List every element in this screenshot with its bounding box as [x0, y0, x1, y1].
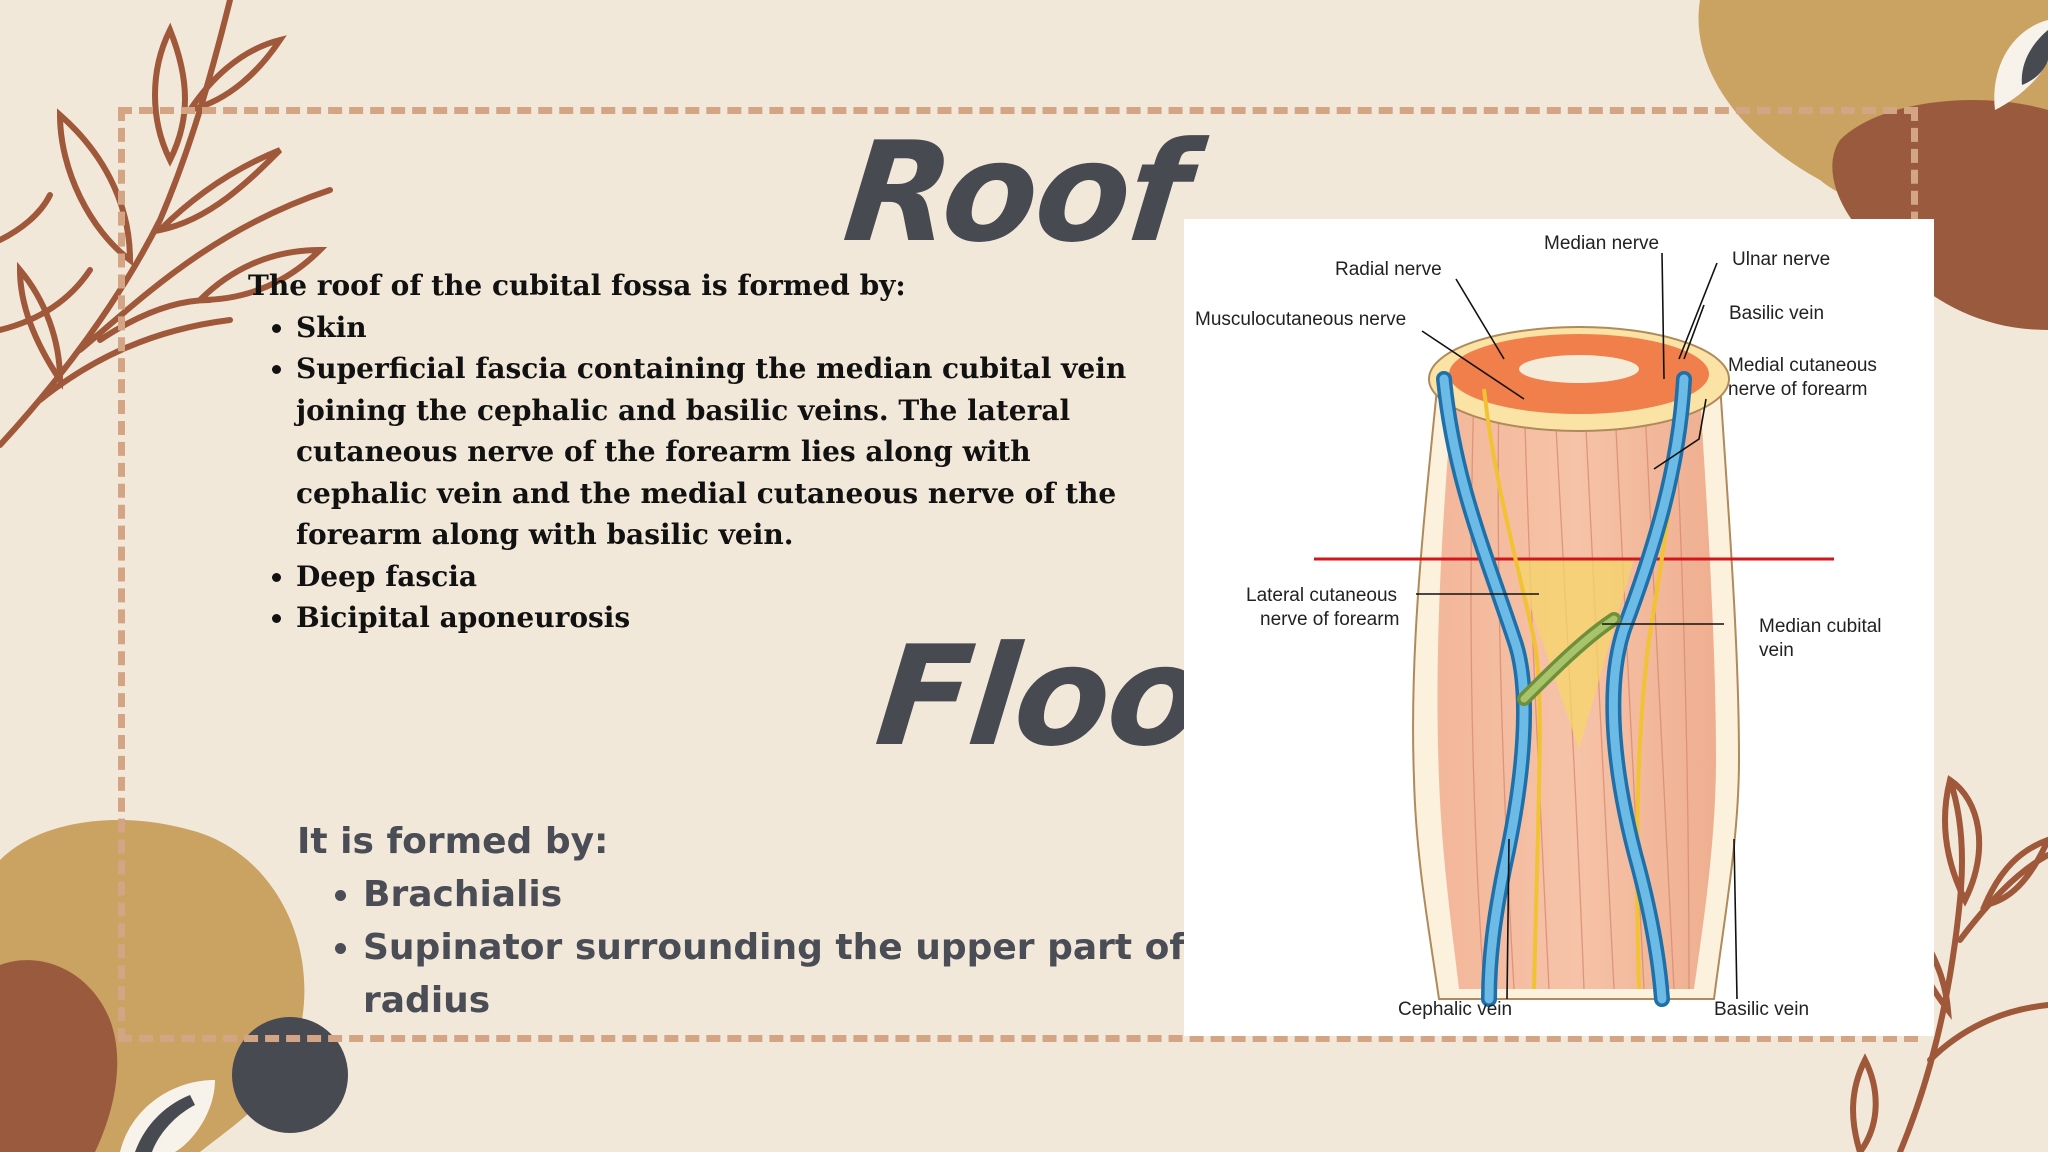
label-ulnar-nerve: Ulnar nerve	[1732, 249, 1830, 270]
roof-intro: The roof of the cubital fossa is formed …	[248, 269, 906, 302]
label-cephalic-vein: Cephalic vein	[1398, 999, 1512, 1020]
roof-list: Skin Superficial fascia containing the m…	[248, 307, 1138, 639]
cubital-fossa-diagram: Median nerve Radial nerve Ulnar nerve Ba…	[1184, 219, 1934, 1036]
label-lateral-cutaneous-2: nerve of forearm	[1260, 609, 1399, 630]
list-item: Supinator surrounding the upper part of …	[363, 921, 1247, 1027]
list-item: Superficial fascia containing the median…	[296, 348, 1138, 556]
label-musculocutaneous-nerve: Musculocutaneous nerve	[1195, 309, 1406, 330]
label-medial-cutaneous-1: Medial cutaneous	[1728, 355, 1877, 376]
label-medial-cutaneous-2: nerve of forearm	[1728, 379, 1867, 400]
brown-blob-bottom-left	[0, 960, 118, 1152]
list-item: Skin	[296, 307, 1138, 349]
dark-circle	[232, 1017, 348, 1133]
white-leaf-top-right	[1994, 20, 2048, 110]
floor-intro: It is formed by:	[297, 821, 609, 862]
floor-description: It is formed by: Brachialis Supinator su…	[297, 815, 1247, 1027]
label-lateral-cutaneous-1: Lateral cutaneous	[1246, 585, 1397, 606]
leader-lines	[1416, 252, 1738, 1000]
roof-heading: Roof	[837, 112, 1196, 273]
bone-section	[1519, 355, 1639, 383]
list-item: Deep fascia	[296, 556, 1138, 598]
label-median-nerve: Median nerve	[1544, 233, 1659, 254]
label-basilic-vein-top: Basilic vein	[1729, 303, 1824, 324]
dark-leaf-top-right	[2021, 30, 2048, 85]
label-median-cubital-2: vein	[1759, 640, 1794, 661]
list-item: Bicipital aponeurosis	[296, 597, 1138, 639]
diagram-svg: Median nerve Radial nerve Ulnar nerve Ba…	[1195, 233, 1882, 1020]
veins	[1436, 371, 1692, 1007]
label-radial-nerve: Radial nerve	[1335, 259, 1442, 280]
roof-description: The roof of the cubital fossa is formed …	[248, 265, 1138, 639]
dark-stripe-bottom-left	[135, 1095, 195, 1152]
brown-blob-top-right	[1832, 100, 2048, 330]
list-item: Brachialis	[363, 868, 1247, 921]
label-median-cubital-1: Median cubital	[1759, 616, 1882, 637]
label-basilic-vein-bottom: Basilic vein	[1714, 999, 1809, 1020]
floor-list: Brachialis Supinator surrounding the upp…	[297, 868, 1247, 1027]
